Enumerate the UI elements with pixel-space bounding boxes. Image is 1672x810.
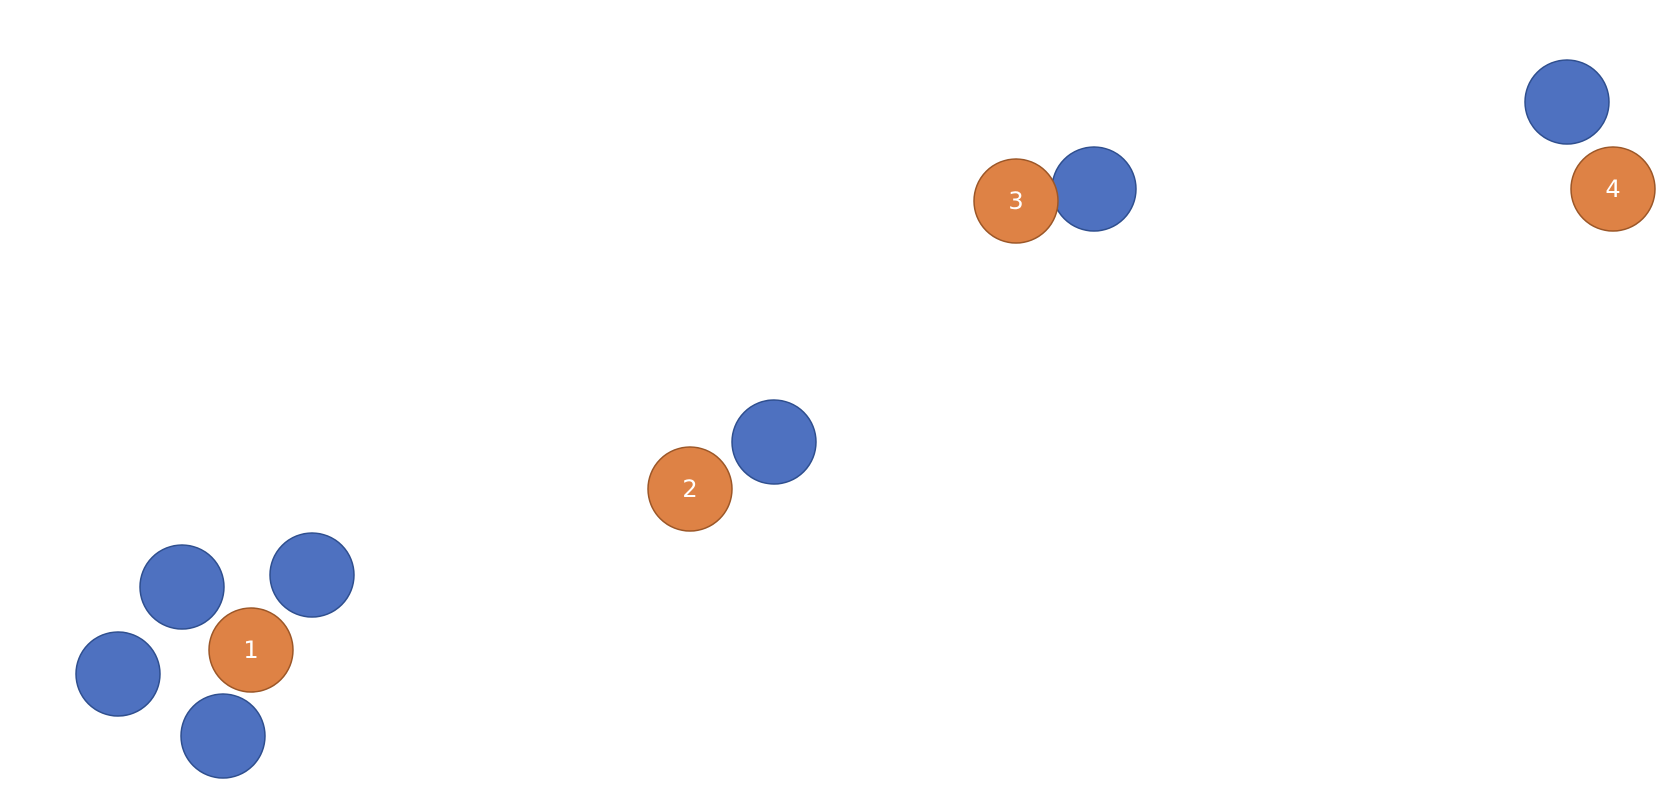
blue-point	[139, 544, 225, 630]
blue-point	[75, 631, 161, 717]
orange-point	[208, 607, 294, 693]
blue-point	[269, 532, 355, 618]
node-label: 1	[243, 636, 258, 664]
node-label: 3	[1008, 187, 1023, 215]
blue-point	[180, 693, 266, 779]
node-label: 2	[682, 475, 697, 503]
numbered-node-4: 4	[1570, 146, 1656, 232]
numbered-node-1: 1	[208, 607, 294, 693]
blue-point	[1051, 146, 1137, 232]
orange-point	[647, 446, 733, 532]
blue-point	[731, 399, 817, 485]
orange-point	[1570, 146, 1656, 232]
node-label: 4	[1605, 175, 1620, 203]
numbered-node-2: 2	[647, 446, 733, 532]
orange-point	[973, 158, 1059, 244]
numbered-node-3: 3	[973, 158, 1059, 244]
blue-point	[1524, 59, 1610, 145]
